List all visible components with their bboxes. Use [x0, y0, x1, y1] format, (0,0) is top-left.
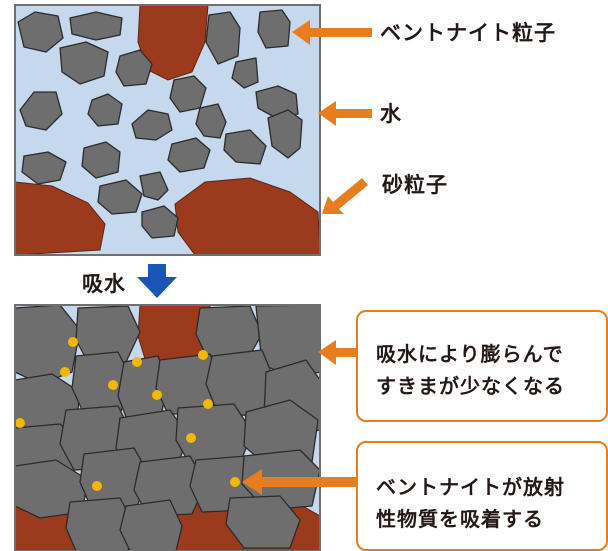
bentonite-particle	[139, 171, 169, 201]
top-panel-frame	[14, 4, 321, 256]
swollen-bentonite-particle	[119, 499, 183, 551]
label-bentonite: ベントナイト粒子	[380, 21, 556, 45]
bentonite-particle	[17, 11, 64, 53]
arrow-to-bentonite-icon	[292, 20, 372, 45]
down-arrow-icon	[137, 264, 177, 298]
bentonite-particle	[131, 109, 173, 141]
bentonite-particle	[81, 141, 121, 179]
arrow-swelling-icon	[318, 340, 356, 365]
adsorbed-substance-dot	[108, 380, 118, 390]
bentonite-particle	[19, 91, 63, 131]
arrow-to-water-icon	[318, 101, 372, 126]
callout-swelling-line-1: 吸水により膨らんで	[376, 342, 564, 366]
sand-particle	[174, 177, 320, 255]
bottom-panel	[14, 304, 321, 551]
bentonite-particle	[115, 49, 153, 87]
bentonite-particle	[21, 151, 67, 185]
bentonite-particle	[87, 93, 123, 127]
bentonite-particle	[69, 11, 123, 41]
adsorbed-substance-dot	[198, 350, 208, 360]
swollen-bentonite-particle	[15, 305, 81, 385]
adsorbed-substance-dot	[152, 390, 162, 400]
bentonite-particle	[167, 137, 211, 173]
label-sand: 砂粒子	[382, 173, 448, 197]
arrow-to-sand-icon	[322, 178, 368, 214]
bentonite-particle	[205, 11, 241, 65]
callout-swelling: 吸水により膨らんで すきまが少なくなる	[356, 310, 608, 422]
adsorbed-substance-dot	[132, 357, 142, 367]
sand-particle	[15, 181, 106, 255]
callout-adsorption-line-1: ベントナイトが放射	[376, 475, 565, 499]
bentonite-particle	[267, 109, 303, 159]
adsorbed-substance-dot	[60, 367, 70, 377]
top-panel	[14, 4, 321, 256]
bentonite-particle	[59, 41, 109, 85]
bentonite-particle	[141, 205, 179, 239]
adsorbed-substance-dot	[15, 418, 25, 428]
callout-adsorption: ベントナイトが放射 性物質を吸着する	[356, 441, 608, 551]
arrow-adsorption-icon	[242, 469, 356, 495]
callout-swelling-line-2: すきまが少なくなる	[376, 374, 565, 398]
swollen-bentonite-particle	[225, 495, 301, 549]
adsorbed-substance-dot	[186, 433, 196, 443]
swollen-bentonite-particle	[133, 455, 207, 517]
bottom-panel-frame	[14, 304, 321, 551]
callout-adsorption-line-2: 性物質を吸着する	[376, 507, 544, 531]
label-water: 水	[380, 102, 402, 126]
adsorbed-substance-dot	[68, 337, 78, 347]
bentonite-particle	[223, 129, 267, 165]
bentonite-particle	[257, 9, 291, 49]
sand-particle	[137, 5, 209, 81]
bentonite-particle	[231, 57, 259, 89]
bentonite-particle	[195, 103, 227, 139]
adsorbed-substance-dot	[92, 481, 102, 491]
adsorbed-substance-dot	[203, 399, 213, 409]
bentonite-particle	[97, 179, 143, 215]
label-absorption: 吸水	[82, 272, 126, 296]
adsorbed-substance-dot	[230, 477, 240, 487]
swollen-bentonite-particle	[65, 497, 135, 551]
